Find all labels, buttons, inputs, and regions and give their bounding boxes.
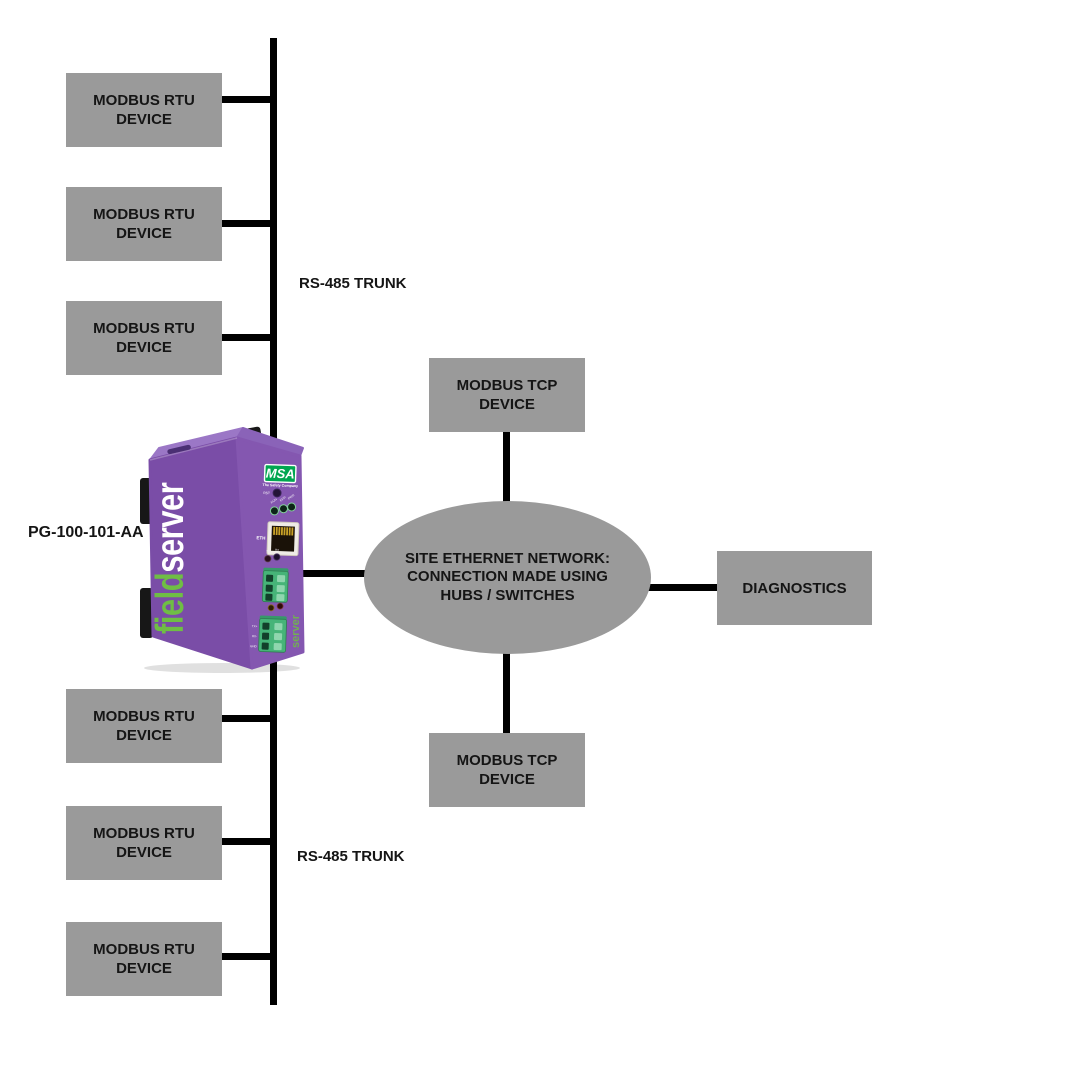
brand-server: server bbox=[149, 482, 192, 573]
modbus-rtu-device-label: MODBUS RTU DEVICE bbox=[93, 206, 195, 242]
reset-button-label: RST bbox=[263, 491, 270, 495]
eth-port-label: ETH bbox=[256, 535, 265, 540]
msa-logo: MSA bbox=[263, 463, 297, 484]
modbus-rtu-device-box: MODBUS RTU DEVICE bbox=[66, 301, 222, 375]
connector-rtu-4 bbox=[220, 715, 277, 722]
status-led-icon bbox=[287, 502, 297, 512]
connector-cloud-diagnostics bbox=[646, 584, 718, 591]
led-label-err: ERR bbox=[279, 495, 287, 503]
vent-slot-icon bbox=[167, 444, 191, 455]
led-label-pwr: PWR bbox=[287, 493, 296, 501]
modbus-rtu-device-label: MODBUS RTU DEVICE bbox=[93, 708, 195, 744]
connector-rtu-6 bbox=[220, 953, 277, 960]
modbus-rtu-device-label: MODBUS RTU DEVICE bbox=[93, 320, 195, 356]
modbus-tcp-device-box: MODBUS TCP DEVICE bbox=[429, 358, 585, 432]
msa-logo-text: MSA bbox=[266, 466, 295, 482]
gateway-edge-highlight bbox=[149, 437, 238, 461]
led-label-run: RUN bbox=[270, 497, 279, 505]
connector-tcp-bottom bbox=[503, 650, 510, 736]
terminal-label-rxm: RX- bbox=[252, 634, 257, 638]
site-ethernet-network-ellipse: SITE ETHERNET NETWORK: CONNECTION MADE U… bbox=[364, 501, 651, 654]
terminal-label-gnd: GND bbox=[250, 644, 258, 648]
tx-led-icon bbox=[264, 555, 272, 563]
cloud-line-2: CONNECTION MADE USING bbox=[407, 568, 608, 586]
gateway-shadow bbox=[144, 663, 300, 673]
mid-led-icon bbox=[267, 604, 275, 612]
rx-led-label: RX bbox=[275, 548, 279, 552]
mid-led-icon bbox=[276, 602, 284, 610]
terminal-block-icon bbox=[258, 615, 287, 653]
connector-tcp-top bbox=[503, 430, 510, 505]
msa-tagline: The Safety Company bbox=[262, 483, 298, 488]
connector-rtu-5 bbox=[220, 838, 277, 845]
rs485-trunk-label-bottom: RS-485 TRUNK bbox=[297, 848, 405, 865]
reset-button-icon bbox=[272, 488, 282, 498]
modbus-tcp-device-label: MODBUS TCP DEVICE bbox=[456, 377, 558, 413]
status-led-icon bbox=[279, 504, 289, 514]
modbus-rtu-device-label: MODBUS RTU DEVICE bbox=[93, 825, 195, 861]
fieldserver-brand: fieldserver bbox=[149, 482, 192, 634]
brand-side-text: server bbox=[290, 614, 302, 648]
modbus-rtu-device-box: MODBUS RTU DEVICE bbox=[66, 922, 222, 996]
modbus-rtu-device-box: MODBUS RTU DEVICE bbox=[66, 187, 222, 261]
rs485-trunk-label-top: RS-485 TRUNK bbox=[299, 275, 407, 292]
connector-gateway-cloud bbox=[300, 570, 368, 577]
modbus-tcp-device-label: MODBUS TCP DEVICE bbox=[456, 752, 558, 788]
status-led-icon bbox=[269, 506, 279, 516]
connector-rtu-2 bbox=[220, 220, 277, 227]
brand-field: field bbox=[149, 573, 192, 634]
gateway-model-label: PG-100-101-AA bbox=[28, 524, 144, 541]
ethernet-port-icon bbox=[266, 521, 300, 557]
terminal-block-icon bbox=[261, 567, 289, 603]
din-clip-icon bbox=[140, 588, 153, 638]
modbus-rtu-device-label: MODBUS RTU DEVICE bbox=[93, 92, 195, 128]
cloud-line-1: SITE ETHERNET NETWORK: bbox=[405, 549, 610, 567]
cloud-line-3: HUBS / SWITCHES bbox=[440, 586, 575, 604]
modbus-rtu-device-box: MODBUS RTU DEVICE bbox=[66, 689, 222, 763]
modbus-tcp-device-box: MODBUS TCP DEVICE bbox=[429, 733, 585, 807]
modbus-rtu-device-label: MODBUS RTU DEVICE bbox=[93, 941, 195, 977]
rx-led-icon bbox=[273, 553, 281, 561]
terminal-label-txp: TX+ bbox=[252, 624, 258, 628]
connector-rtu-3 bbox=[220, 334, 277, 341]
tx-led-label: TX bbox=[266, 549, 270, 553]
connector-rtu-1 bbox=[220, 96, 277, 103]
diagnostics-label: DIAGNOSTICS bbox=[742, 579, 847, 597]
diagnostics-box: DIAGNOSTICS bbox=[717, 551, 872, 625]
gateway-port-panel: MSA The Safety Company RST RUN ERR PWR bbox=[250, 463, 300, 653]
fieldserver-gateway-illustration: fieldserver server MSA The Safety Compan… bbox=[140, 426, 305, 673]
modbus-rtu-device-box: MODBUS RTU DEVICE bbox=[66, 806, 222, 880]
modbus-rtu-device-box: MODBUS RTU DEVICE bbox=[66, 73, 222, 147]
